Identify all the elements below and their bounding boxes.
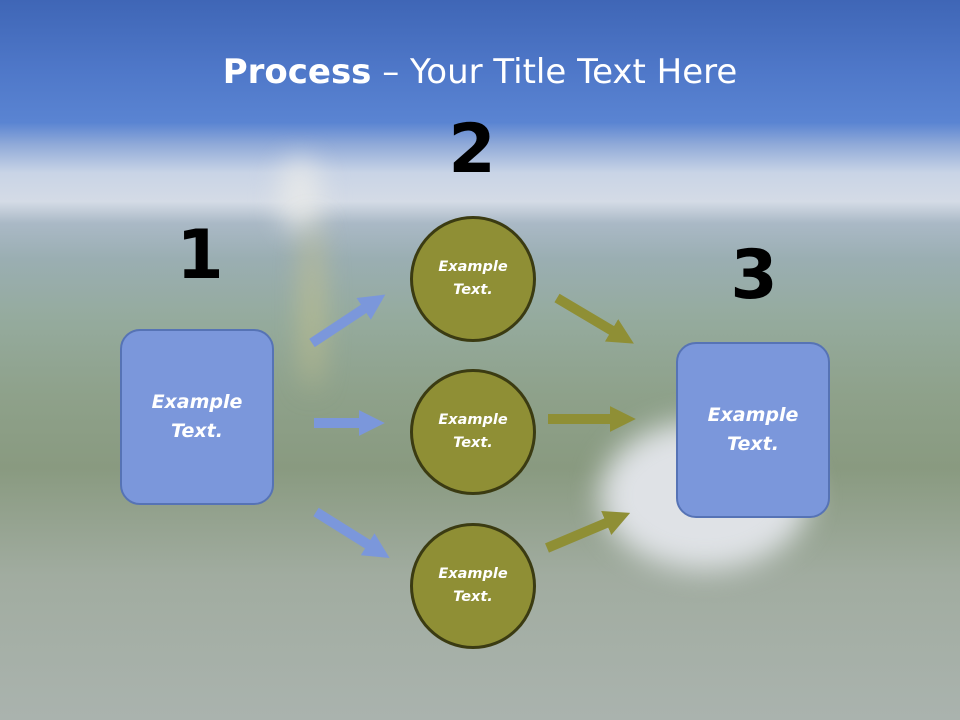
arrow-bottom-to-3 [545, 511, 631, 553]
step-2-label-bottom: Example Text. [438, 566, 508, 605]
step-1-label: Example Text. [151, 391, 243, 442]
step-2-label-middle: Example Text. [438, 412, 508, 451]
arrow-top-to-3 [554, 293, 634, 344]
arrow-1-to-top [309, 294, 386, 348]
step-1-number: 1 [176, 216, 224, 295]
step-3-box: Example Text. [676, 342, 830, 518]
step-1-box: Example Text. [120, 329, 274, 505]
flagpole-shape [305, 220, 319, 390]
step-3-label: Example Text. [707, 404, 799, 455]
step-2-circle-middle: Example Text. [410, 369, 536, 495]
step-2-circle-top: Example Text. [410, 216, 536, 342]
slide-title: Process – Your Title Text Here [0, 52, 960, 92]
arrow-1-to-bottom [313, 507, 390, 559]
flag-shape [280, 160, 320, 230]
step-2-number: 2 [448, 110, 496, 189]
title-rest: – Your Title Text Here [371, 52, 738, 92]
step-2-circle-bottom: Example Text. [410, 523, 536, 649]
title-bold: Process [222, 52, 372, 92]
step-3-number: 3 [730, 236, 778, 315]
step-2-label-top: Example Text. [438, 259, 508, 298]
